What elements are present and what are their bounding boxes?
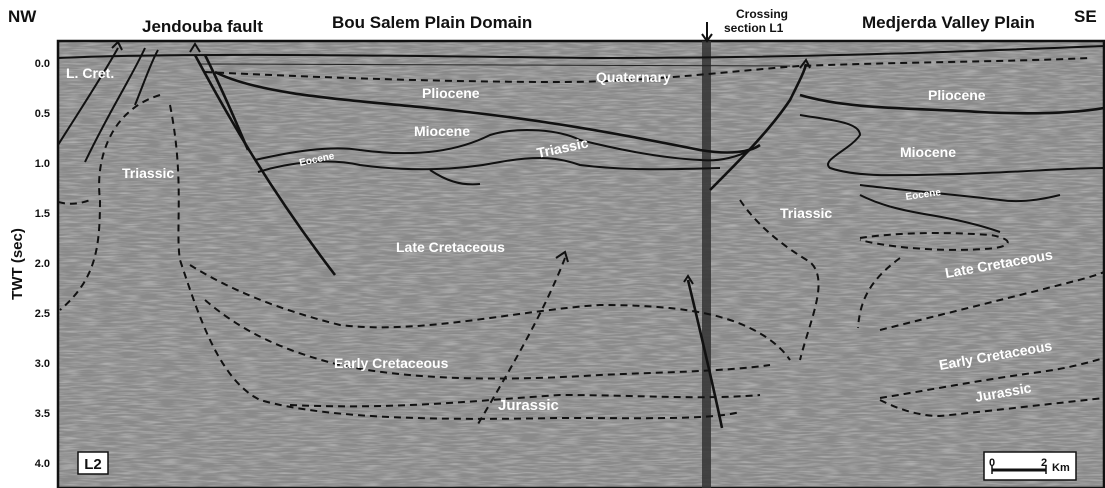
se-label: SE [1074,7,1097,26]
y-tick: 0.5 [35,108,50,120]
unit-quaternary: Quaternary [596,69,671,85]
unit-jurassic-mid: Jurassic [498,397,559,414]
scale-unit: Km [1052,462,1070,474]
section-label: L2 [78,452,108,474]
crossing-label-line2: section L1 [724,21,784,35]
unit-l-cret: L. Cret. [66,65,114,81]
unit-triassic-left: Triassic [122,165,174,181]
jendouba-fault-label: Jendouba fault [142,17,263,36]
y-tick: 2.5 [35,308,50,320]
unit-miocene-left: Miocene [414,123,470,139]
unit-pliocene-right: Pliocene [928,87,986,103]
y-tick: 3.0 [35,358,50,370]
scale-end: 2 [1041,457,1047,469]
scale-bar: 0 2 Km [984,452,1076,480]
unit-early-cret-mid: Early Cretaceous [334,355,449,371]
y-axis-label: TWT (sec) [9,228,26,300]
y-tick: 4.0 [35,458,50,470]
y-tick: 0.0 [35,58,50,70]
unit-miocene-right: Miocene [900,144,956,160]
scale-start: 0 [989,457,995,469]
y-tick: 2.0 [35,258,50,270]
nw-label: NW [8,7,37,26]
section-label-text: L2 [84,456,102,473]
crossing-label-line1: Crossing [736,7,788,21]
y-axis-ticks: 0.0 0.5 1.0 1.5 2.0 2.5 3.0 3.5 4.0 [35,58,50,470]
y-tick: 1.0 [35,158,50,170]
medjerda-label: Medjerda Valley Plain [862,13,1035,32]
unit-pliocene-left: Pliocene [422,85,480,101]
unit-triassic-right: Triassic [780,205,832,221]
y-tick: 3.5 [35,408,50,420]
crossing-arrow-icon [702,22,712,41]
crossing-section-line [702,41,711,488]
unit-late-cret-mid: Late Cretaceous [396,239,505,255]
y-tick: 1.5 [35,208,50,220]
bou-salem-label: Bou Salem Plain Domain [332,13,532,32]
